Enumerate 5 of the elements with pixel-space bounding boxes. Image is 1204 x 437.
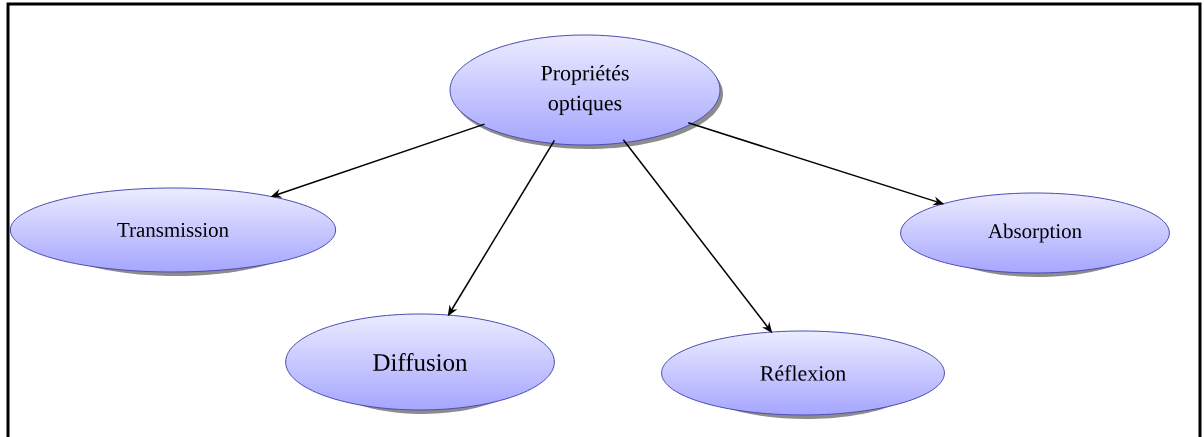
ellipse-node: Propriétés optiques <box>449 34 723 149</box>
ellipse-node: Absorption <box>900 192 1170 277</box>
ellipse-node: Diffusion <box>285 313 555 414</box>
ellipse-node: Réflexion <box>661 330 945 419</box>
ellipse-node: Transmission <box>9 187 337 276</box>
